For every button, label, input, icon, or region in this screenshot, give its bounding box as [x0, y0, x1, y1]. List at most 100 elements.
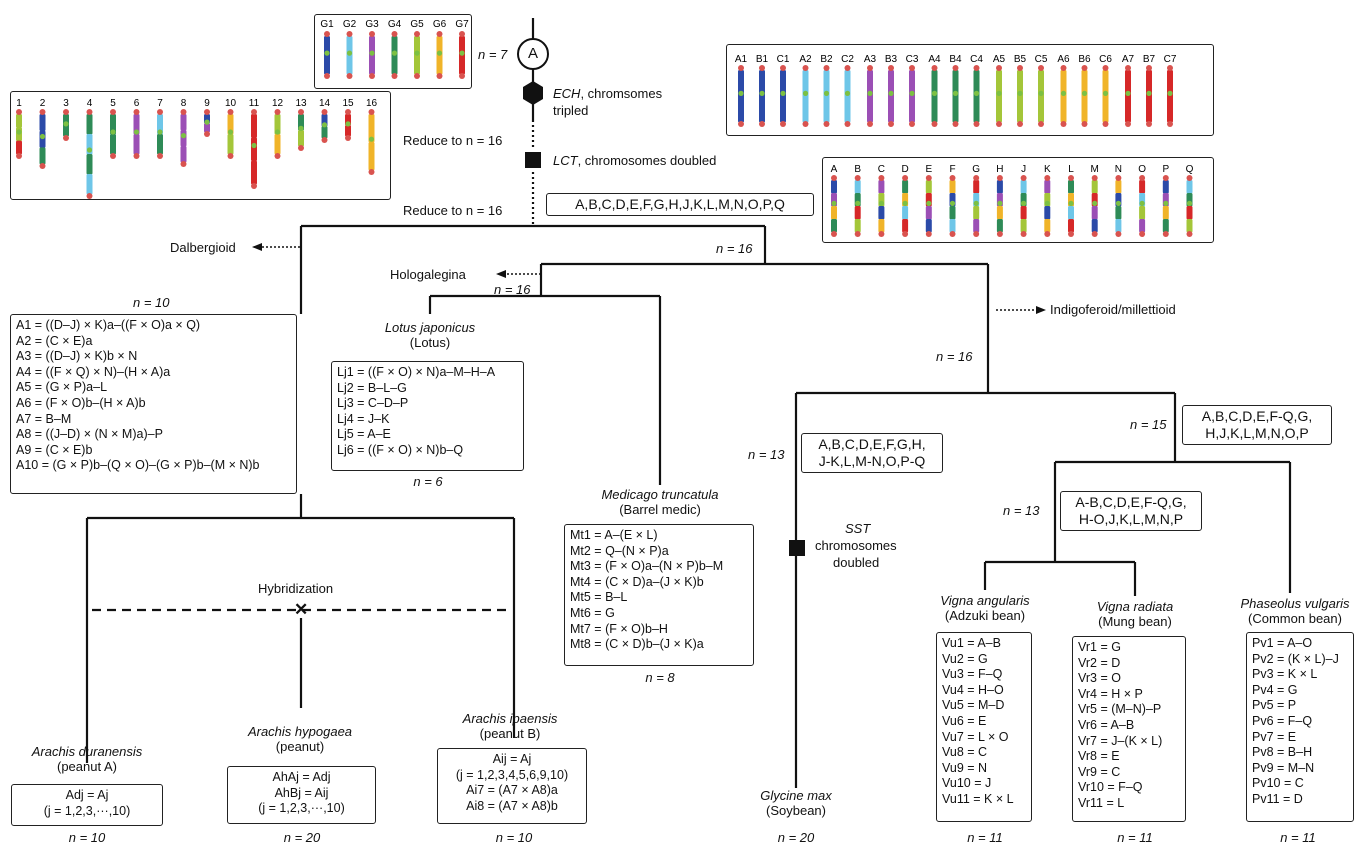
chromosome-segment	[1186, 206, 1193, 220]
telomere-dot	[86, 109, 93, 115]
formula-row: AhAj = Adj	[272, 770, 331, 784]
karyotype-label: B6	[1078, 54, 1091, 65]
telomere-dot	[1186, 231, 1193, 237]
telomere-dot	[909, 121, 915, 127]
centromere-dot	[1146, 90, 1152, 96]
telomere-dot	[949, 231, 956, 237]
chromosome-segment	[854, 206, 861, 220]
karyotype-label: 16	[366, 98, 378, 109]
n16-root-right: n = 16	[716, 241, 753, 256]
centromere-dot	[274, 129, 281, 135]
chromosome-segment	[949, 180, 956, 194]
chromosome-segment	[1162, 180, 1169, 194]
centromere-dot	[952, 90, 959, 96]
chromosome-segment	[909, 70, 915, 123]
chromosome-segment	[902, 180, 909, 194]
formula-row: Vr5 = (M–N)–P	[1078, 702, 1162, 717]
chromosome-segment	[1186, 180, 1193, 194]
chromosome-segment	[39, 114, 46, 132]
centromere-dot	[1044, 200, 1050, 206]
ipaensis-species: Arachis ipaensis(peanut B)	[462, 711, 558, 741]
telomere-dot	[298, 145, 304, 151]
telomere-dot	[436, 73, 443, 79]
formula-row: Mt7 = (F × O)b–H	[570, 621, 668, 636]
karyotype-label: A5	[993, 54, 1006, 65]
karyotype-label: 1	[16, 98, 22, 109]
formula-row: Vr7 = J–(K × L)	[1078, 733, 1163, 748]
reduce-label-2: Reduce to n = 16	[403, 203, 503, 218]
duranensis-formula-box: Adj = Aj(j = 1,2,3,···,10)	[11, 784, 163, 826]
centromere-dot	[1139, 200, 1145, 206]
centromere-dot	[63, 121, 69, 127]
centromere-dot	[436, 50, 443, 56]
formula-row: Pv6 = F–Q	[1252, 713, 1313, 728]
telomere-dot	[867, 65, 873, 71]
formula-row: Vu2 = G	[942, 651, 988, 666]
telomere-dot	[369, 73, 375, 79]
karyotype-label: C6	[1099, 54, 1112, 65]
karyotype-label: 15	[342, 98, 354, 109]
centromere-dot	[973, 90, 980, 96]
centromere-dot	[110, 129, 116, 135]
karyotype-label: H	[996, 164, 1003, 175]
chromosome-segment	[831, 206, 837, 220]
karyotype-panel-letters	[822, 157, 1214, 243]
telomere-dot	[1017, 65, 1023, 71]
telomere-dot	[369, 31, 375, 37]
telomere-dot	[1091, 175, 1098, 181]
chromosome-segment	[133, 134, 140, 155]
chromosome-segment	[1020, 219, 1027, 233]
chromosome-segment	[110, 134, 116, 155]
telomere-dot	[86, 193, 93, 199]
telomere-dot	[780, 65, 786, 71]
centromere-dot	[1038, 90, 1044, 96]
ancestor-label: A	[527, 45, 538, 62]
telomere-dot	[1081, 65, 1088, 71]
centromere-dot	[759, 90, 765, 96]
karyotype-label: C7	[1164, 54, 1177, 65]
karyotype-label: 10	[225, 98, 237, 109]
telomere-dot	[1091, 231, 1098, 237]
telomere-dot	[391, 31, 398, 37]
karyotype-label: 14	[319, 98, 331, 109]
formula-row: A3 = ((D–J) × K)b × N	[16, 349, 138, 364]
formula-row: Vr2 = D	[1078, 655, 1121, 670]
centromere-dot	[823, 90, 830, 96]
telomere-dot	[110, 153, 116, 159]
formula-row: Vu8 = C	[942, 745, 988, 760]
chromosome-segment	[1091, 206, 1098, 220]
karyotype-label: B1	[756, 54, 769, 65]
chromosome-segment	[227, 114, 234, 135]
chromosome-segment	[180, 114, 187, 131]
formula-row: Vu3 = F–Q	[942, 667, 1003, 682]
telomere-dot	[1167, 65, 1173, 71]
chromosome-segment	[1162, 206, 1169, 220]
chromosome-segment	[1038, 70, 1044, 123]
chromosome-segment	[1162, 219, 1169, 233]
formula-row: Vr6 = A–B	[1078, 717, 1135, 732]
centromere-dot	[180, 133, 187, 139]
chromosome-segment	[180, 130, 187, 147]
telomere-dot	[391, 73, 398, 79]
centromere-dot	[86, 147, 93, 153]
telomere-dot	[321, 137, 328, 143]
karyotype-label: G7	[455, 19, 469, 30]
telomere-dot	[274, 109, 281, 115]
chromosome-segment	[1091, 180, 1098, 194]
chromosome-segment	[973, 219, 980, 233]
chromosome-segment	[110, 114, 116, 135]
karyotype-label: 3	[63, 98, 69, 109]
chromosome-segment	[1115, 180, 1122, 194]
chromosome-segment	[1139, 219, 1146, 233]
chromosome-segment	[1068, 206, 1074, 220]
karyotype-label: A4	[928, 54, 941, 65]
angularis-species: Vigna angularis(Adzuki bean)	[940, 593, 1030, 623]
formula-row: Aij = Aj	[492, 752, 532, 766]
telomere-dot	[1125, 121, 1131, 127]
chromosome-segment	[16, 140, 22, 155]
telomere-dot	[996, 65, 1002, 71]
reduce-label-1: Reduce to n = 16	[403, 133, 503, 148]
chromosome-segment	[1081, 70, 1088, 123]
karyotype-label: G1	[320, 19, 334, 30]
centromere-dot	[855, 200, 861, 206]
